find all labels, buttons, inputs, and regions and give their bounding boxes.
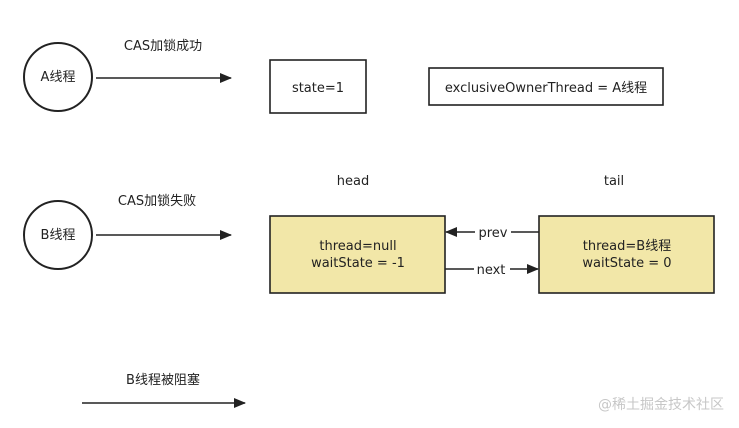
tail-node-waitstate: waitState = 0 xyxy=(582,256,671,271)
tail-node-box xyxy=(538,215,715,294)
state-text: state=1 xyxy=(292,81,344,96)
watermark-text: @稀土掘金技术社区 xyxy=(598,397,724,413)
blocked-label: B线程被阻塞 xyxy=(126,372,200,388)
prev-label: prev xyxy=(478,226,507,241)
head-node-box xyxy=(269,215,446,294)
owner-text: exclusiveOwnerThread = A线程 xyxy=(445,81,647,96)
thread-b-circle xyxy=(23,200,93,270)
next-label: next xyxy=(477,263,506,278)
cas-fail-label: CAS加锁失败 xyxy=(118,193,196,209)
tail-label: tail xyxy=(604,174,624,189)
owner-box xyxy=(428,67,664,106)
state-box xyxy=(269,59,367,114)
head-node-thread: thread=null xyxy=(319,239,396,254)
head-label: head xyxy=(337,174,369,189)
thread-a-circle xyxy=(23,42,93,112)
next-label-bg xyxy=(474,261,510,277)
tail-node-thread: thread=B线程 xyxy=(583,239,671,254)
thread-a-label: A线程 xyxy=(41,70,76,85)
thread-b-label: B线程 xyxy=(41,228,76,243)
cas-success-label: CAS加锁成功 xyxy=(124,38,202,54)
head-node-waitstate: waitState = -1 xyxy=(311,256,405,271)
prev-label-bg xyxy=(475,224,511,240)
